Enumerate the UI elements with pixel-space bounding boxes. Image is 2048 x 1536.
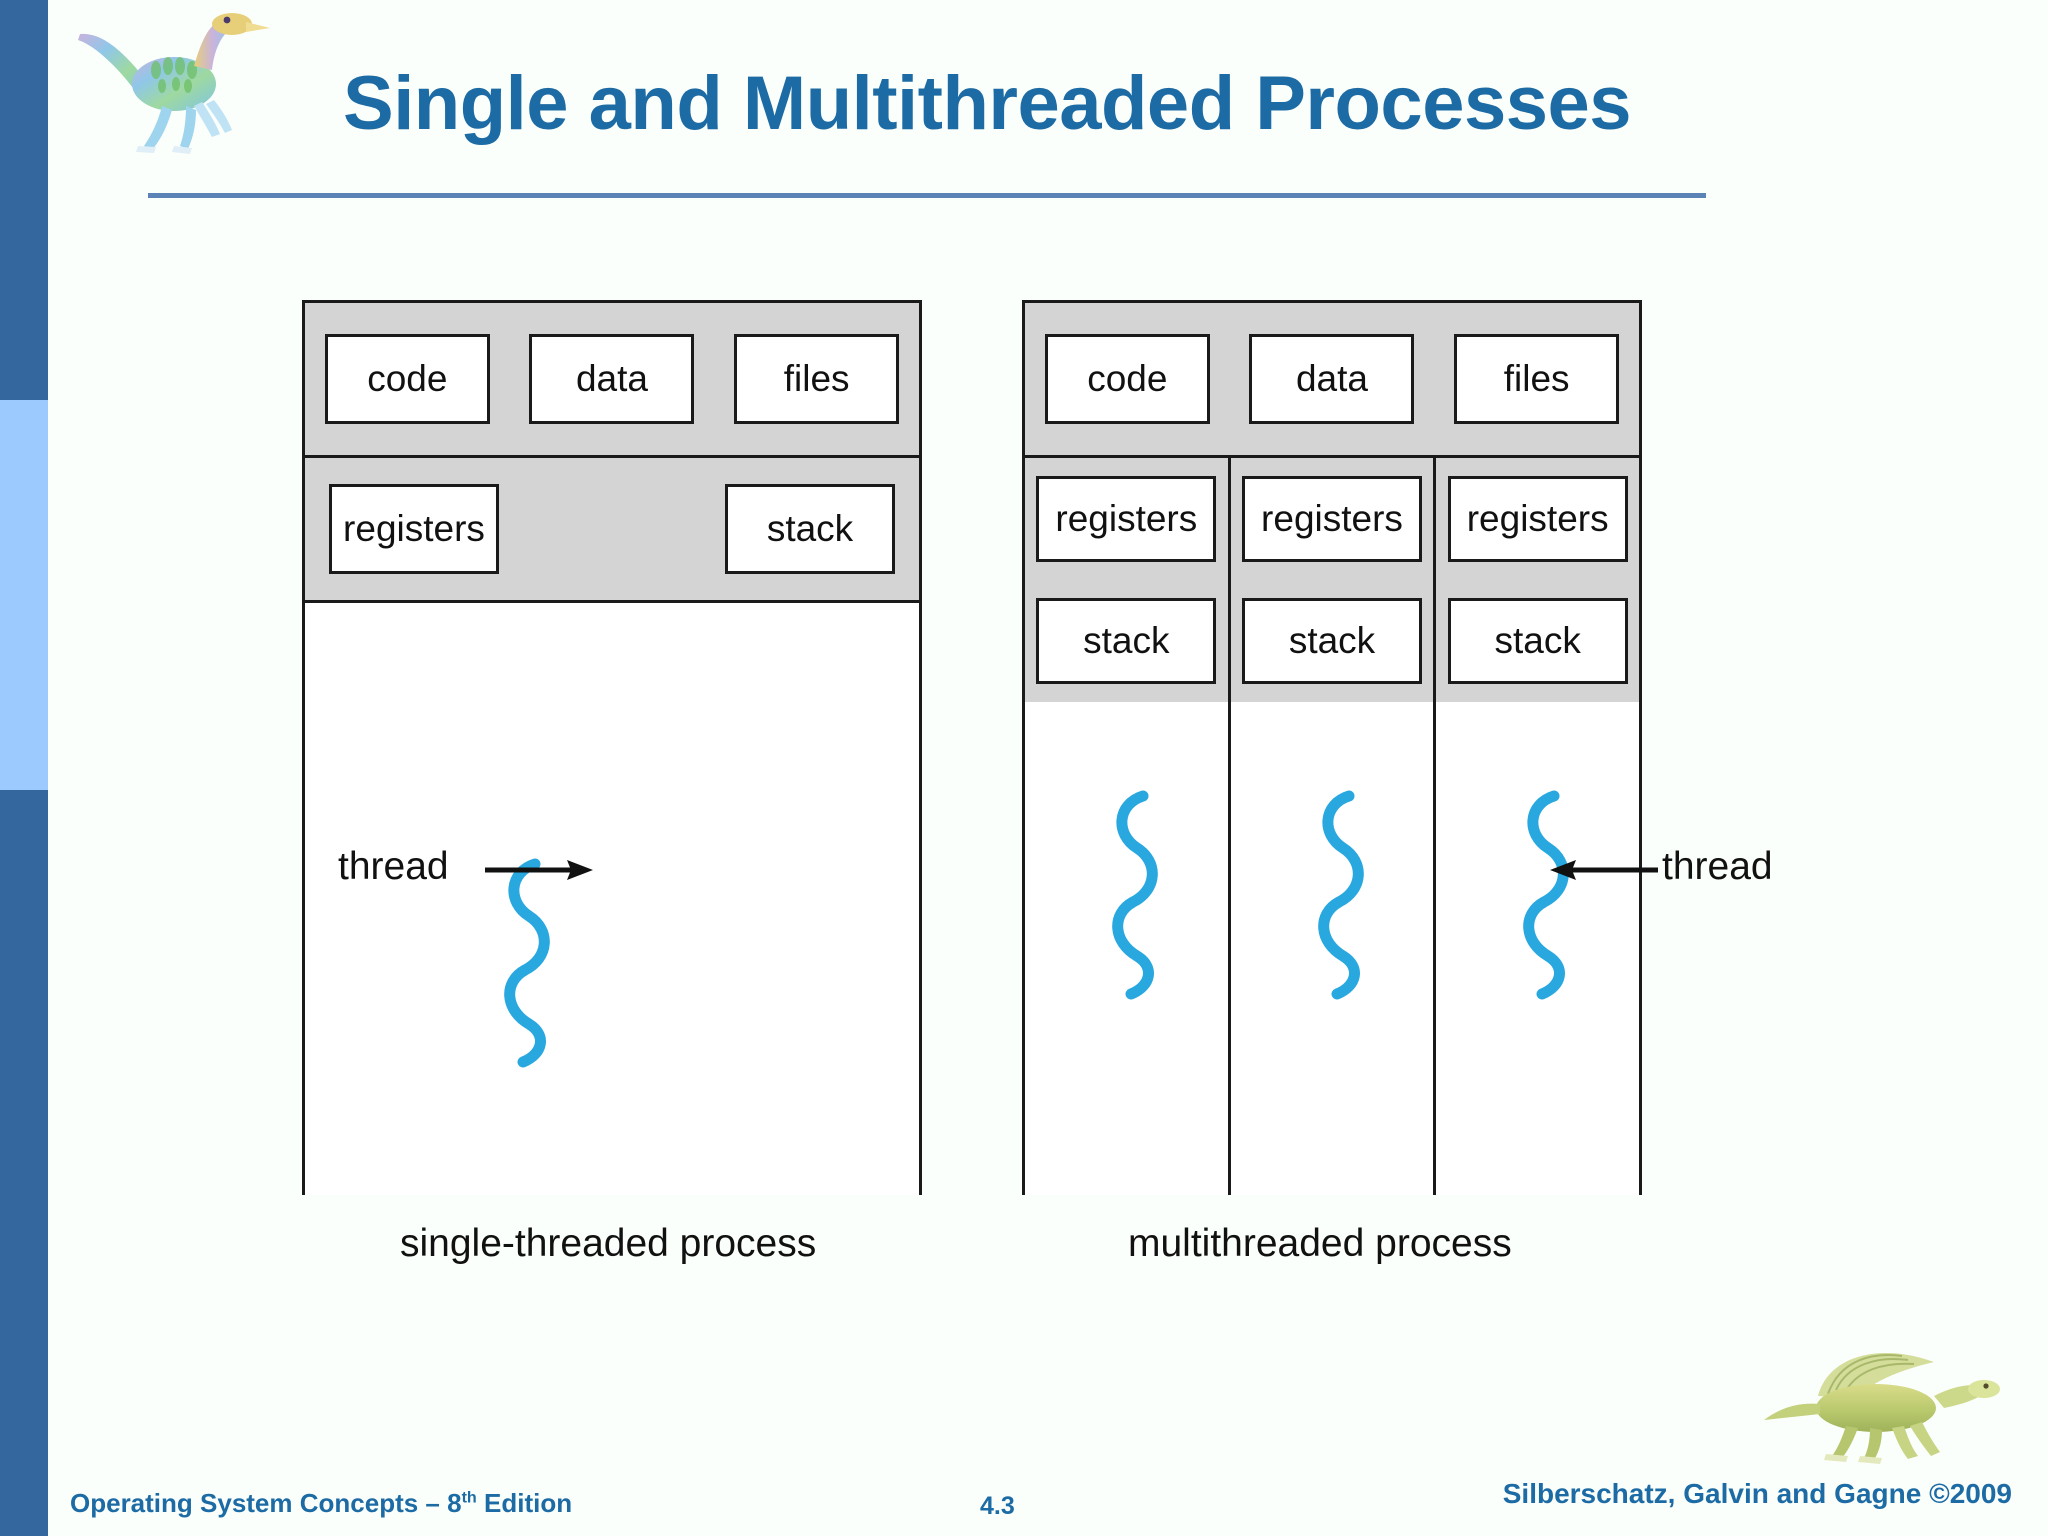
footer-edition-suffix: Edition <box>476 1488 573 1518</box>
cell-stack: stack <box>1036 598 1217 684</box>
thread-squiggle-icon <box>1317 790 1364 1000</box>
caption-multithreaded: multithreaded process <box>1128 1222 1512 1265</box>
thread-pointer-arrow-right <box>1550 860 1658 880</box>
multi-shared-resources-row: code data files <box>1025 303 1639 458</box>
cell-registers: registers <box>1447 476 1628 562</box>
cell-stack: stack <box>725 484 895 574</box>
multi-thread-area <box>1025 702 1639 1195</box>
caption-single-threaded: single-threaded process <box>400 1222 817 1265</box>
single-thread-area <box>305 603 919 1195</box>
single-thread-resources-row: registers stack <box>305 458 919 603</box>
page-title: Single and Multithreaded Processes <box>343 61 1632 146</box>
registers-col-1: registers <box>1025 458 1228 580</box>
slide-header: Single and Multithreaded Processes <box>48 0 2048 210</box>
thread-col-1 <box>1025 702 1228 1195</box>
footer-edition: Operating System Concepts – 8th Edition <box>70 1488 572 1519</box>
thread-squiggle-icon <box>1523 790 1570 1000</box>
cell-files: files <box>734 334 900 424</box>
registers-col-3: registers <box>1433 458 1640 580</box>
cell-data: data <box>529 334 695 424</box>
cell-stack: stack <box>1242 598 1422 684</box>
cell-code: code <box>1044 334 1210 424</box>
single-shared-resources-row: code data files <box>305 303 919 458</box>
multi-stack-row: stack stack stack <box>1025 580 1640 705</box>
thread-label-right: thread <box>1662 845 1773 888</box>
footer-copyright: Silberschatz, Galvin and Gagne ©2009 <box>1502 1478 2012 1509</box>
cell-registers: registers <box>329 484 499 574</box>
footer-page-number: 4.3 <box>980 1492 1015 1520</box>
multi-registers-row: registers registers registers <box>1025 458 1640 583</box>
stack-col-3: stack <box>1433 580 1640 702</box>
thread-label-left: thread <box>338 845 449 888</box>
cell-files: files <box>1454 334 1620 424</box>
stack-col-2: stack <box>1227 580 1434 702</box>
title-underline <box>148 193 1706 198</box>
thread-col-3 <box>1433 702 1639 1195</box>
footer-edition-ordinal: th <box>461 1488 477 1507</box>
stack-col-1: stack <box>1025 580 1228 702</box>
dinosaur-footer-icon <box>1764 1353 2000 1464</box>
thread-squiggle-icon <box>504 858 550 1068</box>
cell-registers: registers <box>1036 476 1217 562</box>
cell-stack: stack <box>1447 598 1628 684</box>
cell-registers: registers <box>1242 476 1422 562</box>
accent-bar-bottom <box>0 790 48 1536</box>
thread-col-2 <box>1227 702 1434 1195</box>
multithreaded-process-box: code data files registers registers regi… <box>1022 300 1642 1195</box>
footer-edition-text: Operating System Concepts – 8 <box>70 1488 462 1518</box>
accent-bar-top <box>0 0 48 400</box>
accent-bar-middle <box>0 400 48 790</box>
single-threaded-process-box: code data files registers stack <box>302 300 922 1195</box>
thread-squiggle-icon <box>1112 790 1158 1000</box>
cell-data: data <box>1249 334 1415 424</box>
thread-pointer-arrow-left <box>485 860 593 880</box>
dinosaur-logo-icon <box>78 13 270 154</box>
registers-col-2: registers <box>1227 458 1434 580</box>
cell-code: code <box>324 334 490 424</box>
